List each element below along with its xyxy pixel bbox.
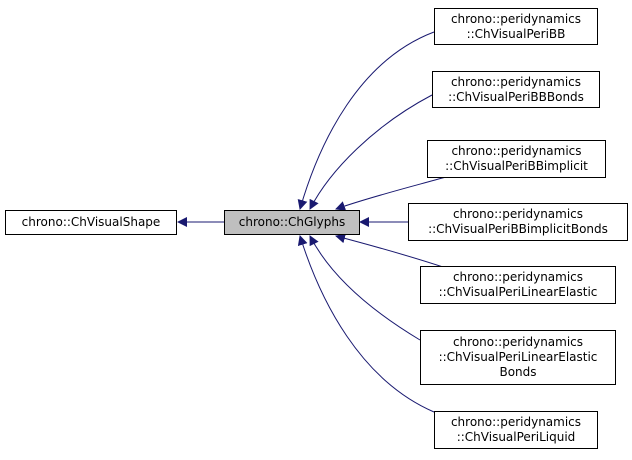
- node-chglyphs: chrono::ChGlyphs: [224, 210, 360, 235]
- node-line1: chrono::peridynamics: [450, 415, 582, 429]
- node-line2: ::ChVisualPeriLinearElastic: [438, 285, 598, 299]
- node-line1: chrono::peridynamics: [452, 335, 584, 349]
- edge-periBBimplicit: [335, 176, 447, 211]
- node-line3: Bonds: [499, 365, 537, 379]
- edge-periLinearElastic: [335, 233, 447, 269]
- node-line2: ::ChVisualPeriBBimplicit: [445, 159, 588, 173]
- node-chvisualperibbimplicit[interactable]: chrono::peridynamics ::ChVisualPeriBBimp…: [427, 140, 606, 178]
- node-line2: ::ChVisualPeriBB: [466, 26, 566, 41]
- node-chvisualperiliquid[interactable]: chrono::peridynamics ::ChVisualPeriLiqui…: [434, 411, 598, 449]
- node-chvisualshape[interactable]: chrono::ChVisualShape: [5, 210, 177, 235]
- node-line2: ::ChVisualPeriLinearElastic: [438, 350, 598, 364]
- node-line2: ::ChVisualPeriLiquid: [456, 430, 576, 444]
- node-label: chrono::ChGlyphs: [238, 215, 346, 229]
- node-chvisualperilinearelastic[interactable]: chrono::peridynamics ::ChVisualPeriLinea…: [420, 266, 616, 304]
- edge-periBBBonds: [309, 94, 433, 210]
- edge-periLiquid: [297, 235, 435, 413]
- node-line1: chrono::peridynamics: [451, 144, 582, 158]
- node-chvisualperibb[interactable]: chrono::peridynamics ::ChVisualPeriBB: [434, 8, 598, 45]
- node-line2: ::ChVisualPeriBBBonds: [448, 89, 584, 104]
- node-line1: chrono::peridynamics: [450, 11, 582, 26]
- node-chvisualperibbbonds[interactable]: chrono::peridynamics ::ChVisualPeriBBBon…: [432, 71, 600, 108]
- node-label: chrono::ChVisualShape: [21, 215, 161, 229]
- node-line1: chrono::peridynamics: [452, 207, 584, 221]
- node-line2: ::ChVisualPeriBBimplicitBonds: [428, 222, 608, 236]
- node-line1: chrono::peridynamics: [452, 270, 584, 284]
- node-chvisualperibbimplicitbonds[interactable]: chrono::peridynamics ::ChVisualPeriBBimp…: [408, 203, 628, 241]
- node-chvisualperilinearelasticbonds[interactable]: chrono::peridynamics ::ChVisualPeriLinea…: [420, 330, 616, 385]
- node-line1: chrono::peridynamics: [450, 74, 582, 89]
- edge-periLinearElasticBonds: [309, 235, 421, 341]
- edge-periBB: [297, 31, 435, 210]
